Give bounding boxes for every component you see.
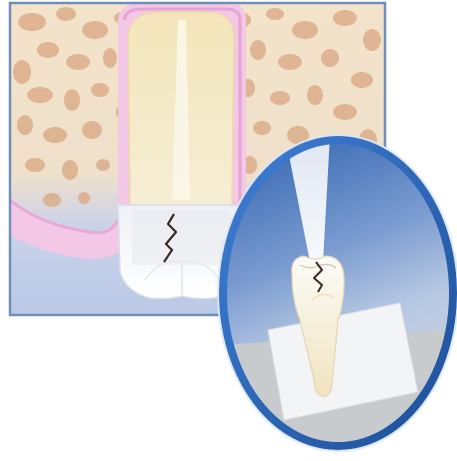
magnifier-lens (218, 135, 457, 460)
